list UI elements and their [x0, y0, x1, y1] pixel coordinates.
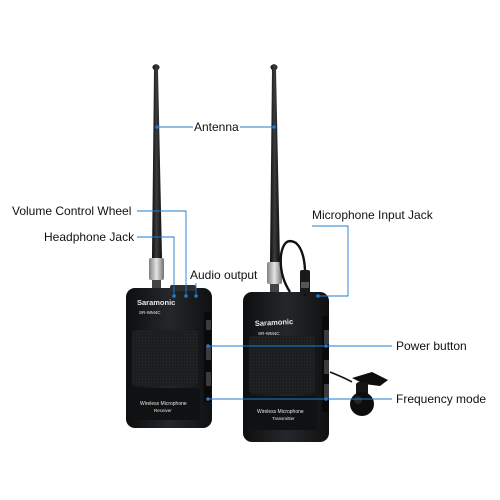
transmitter-side-button-3 [324, 384, 329, 398]
receiver-side-button-2 [206, 346, 211, 360]
transmitter-side-button-2 [324, 360, 329, 374]
receiver-footer-line1: Wireless Microphone [140, 401, 187, 407]
label-microphone-input-jack: Microphone Input Jack [312, 208, 433, 222]
receiver-footer-line2: Receiver [154, 408, 172, 413]
label-frequency-mode: Frequency mode [396, 392, 487, 406]
callout-dots [155, 125, 328, 401]
transmitter-footer-line2: Transmitter [272, 416, 295, 421]
label-power-button: Power button [396, 339, 467, 353]
receiver-brand: Saramonic [137, 298, 175, 307]
lavalier-windscreen [350, 392, 374, 416]
receiver-device: Saramonic SR-WM4C Wireless Microphone Re… [126, 64, 212, 428]
receiver-model: SR-WM4C [139, 310, 161, 315]
transmitter-antenna-connector [267, 262, 282, 284]
callout-headphone-jack [137, 236, 175, 296]
transmitter-footer-line1: Wireless Microphone [257, 409, 304, 415]
receiver-side-button-1 [206, 320, 211, 330]
callout-volume-wheel [137, 210, 187, 296]
receiver-top-jacks [170, 285, 196, 291]
label-headphone-jack: Headphone Jack [44, 230, 135, 244]
label-audio-output: Audio output [190, 268, 258, 282]
transmitter-model: SR-WM4C [258, 331, 280, 336]
receiver-antenna [152, 64, 162, 258]
callouts [137, 126, 392, 400]
receiver-side-button-3 [206, 372, 211, 386]
label-antenna: Antenna [194, 120, 239, 134]
mic-cable [279, 239, 307, 296]
lavalier-microphone [329, 371, 388, 416]
callout-mic-input [312, 225, 349, 297]
transmitter-device: Saramonic SR-WM4C Wireless Microphone Tr… [243, 64, 329, 442]
label-volume-control-wheel: Volume Control Wheel [12, 204, 132, 218]
transmitter-antenna [270, 64, 280, 262]
transmitter-side-button-1 [324, 330, 329, 344]
transmitter-brand: Saramonic [255, 317, 294, 328]
receiver-antenna-connector [149, 258, 164, 280]
